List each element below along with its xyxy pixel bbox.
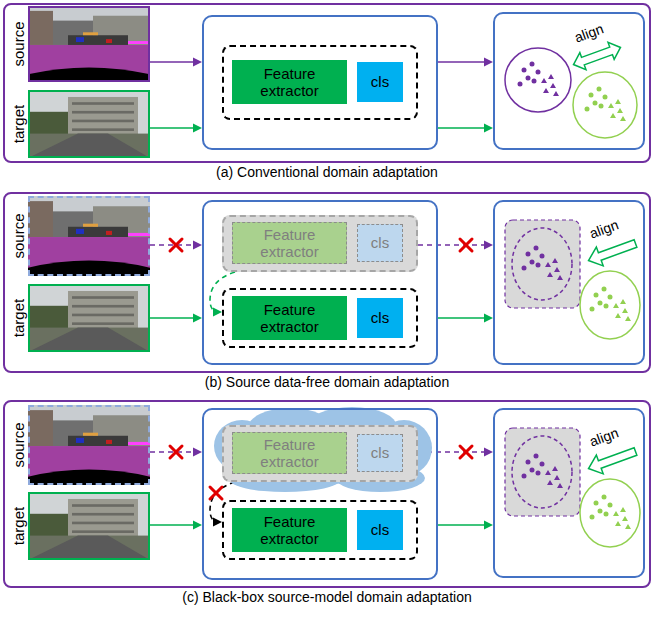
box-label: Feature extractor [236,513,343,548]
classifier-box: cls [357,62,403,102]
align-label: align [587,424,620,449]
feature-extractor-box: Feature extractor [232,60,347,104]
side-label: source [10,21,27,66]
box-label: Feature extractor [237,226,342,261]
connector [438,521,493,530]
target-image: target [28,284,150,352]
box-label: cls [371,73,389,90]
align-label: align [572,20,605,45]
classifier-box: cls [357,434,403,472]
side-label: target [10,105,27,143]
feature-space-c [505,428,640,547]
panel-box: (c) Black-box source-model domain adapta… [3,400,651,588]
feature-space-b [505,220,640,339]
feature-space-box: align [493,200,645,365]
arrow-head [193,58,202,67]
arrow-head [213,518,222,527]
arrow-head [484,58,493,67]
feature-space-box: align [493,408,645,578]
target-image: target [28,90,150,158]
connector [418,241,493,250]
source-image: source [28,405,150,485]
classifier-box: cls [357,224,403,262]
box-label: cls [371,309,389,326]
model-box: Feature extractorclsFeature extractorcls [202,200,438,365]
box-label: cls [371,444,389,461]
box-label: Feature extractor [237,436,342,471]
side-label: target [10,507,27,545]
arrow-head [193,521,202,530]
source-model-group: Feature extractor cls [222,215,418,272]
arrow-head [193,124,202,133]
feature-space-a [505,39,637,138]
arrow-head [484,124,493,133]
box-label: cls [371,521,389,538]
panel-box: (b) Source data-free domain adaptationso… [3,192,651,373]
connector [150,521,202,530]
cloud [214,407,432,492]
source-image: source [28,6,150,82]
connector [438,58,493,67]
source-image: source [28,196,150,276]
arrow-head [213,308,222,317]
box-label: Feature extractor [236,301,343,336]
arrow-head [484,521,493,530]
caption: (c) Black-box source-model domain adapta… [5,589,649,605]
scene-images [28,6,150,560]
connector [150,124,202,133]
feature-extractor-box: Feature extractor [232,222,347,264]
model-group: Feature extractor cls [222,288,418,348]
side-label: source [10,213,27,258]
arrow-head [193,241,202,250]
side-label: target [10,299,27,337]
feature-extractor-box: Feature extractor [232,508,347,552]
box-label: Feature extractor [236,65,343,100]
caption: (b) Source data-free domain adaptation [5,374,649,390]
align-label: align [587,216,620,241]
feature-extractor-box: Feature extractor [232,296,347,340]
connector [438,314,493,323]
arrow-head [484,241,493,250]
classifier-box: cls [357,510,403,550]
connector [438,124,493,133]
target-image: target [28,492,150,560]
arrow-head [193,448,202,457]
model-group: Feature extractor cls [222,45,418,120]
source-model-group: Feature extractor cls [222,425,418,482]
feature-extractor-box: Feature extractor [232,432,347,474]
arrow-head [193,314,202,323]
caption: (a) Conventional domain adaptation [5,164,649,180]
box-label: cls [371,234,389,251]
model-box: Feature extractorclsFeature extractorcls [202,408,438,580]
side-label: source [10,422,27,467]
model-group: Feature extractor cls [222,500,418,560]
connector [150,58,202,67]
classifier-box: cls [357,298,403,338]
connector [150,314,202,323]
model-box: Feature extractor cls [202,15,438,150]
arrow-head [484,314,493,323]
arrow-head [484,448,493,457]
blocked-mark [170,239,472,499]
feature-space-box: align [493,12,645,150]
panel-box: (a) Conventional domain adaptationsource… [3,3,651,163]
